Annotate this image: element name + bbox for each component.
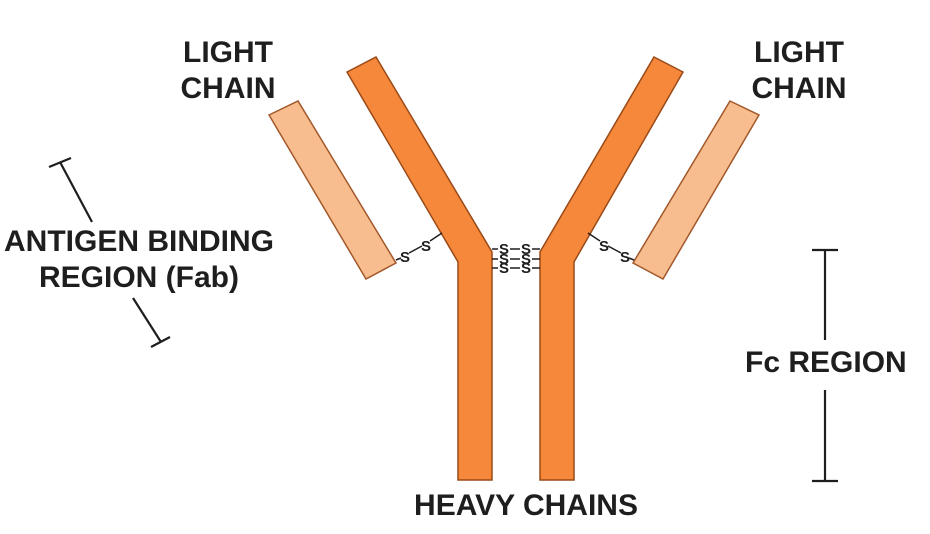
sulfur-symbol: S: [499, 260, 509, 277]
disulfide-bond-right-stub: [587, 232, 601, 242]
sulfur-symbol: S: [499, 241, 509, 258]
fab-bracket: [48, 156, 171, 348]
fc-region-label: Fc REGION: [745, 346, 907, 379]
light-chain-left-label: LIGHT CHAIN: [180, 36, 276, 105]
heavy-chain-left: [345, 56, 493, 481]
light-chain-right: [631, 100, 761, 281]
heavy-chain-right: [539, 56, 685, 481]
sulfur-symbol: S: [499, 251, 509, 268]
sulfur-symbol: S: [521, 260, 531, 277]
light-chain-left: [267, 100, 398, 280]
antigen-binding-region-label: ANTIGEN BINDING REGION (Fab): [4, 225, 274, 294]
disulfide-bond-right-stub2: [628, 257, 635, 261]
sulfur-symbol: S: [521, 251, 531, 268]
disulfide-bond-left-stub2: [429, 232, 443, 242]
sulfur-symbol: S: [599, 238, 609, 255]
sulfur-symbol: S: [620, 249, 630, 266]
light-chain-right-label: LIGHT CHAIN: [751, 36, 847, 105]
sulfur-symbol: S: [421, 238, 431, 255]
heavy-chains-label: HEAVY CHAINS: [414, 489, 638, 522]
sulfur-symbol: S: [521, 241, 531, 258]
disulfide-bond-left: [408, 245, 423, 254]
sulfur-symbol: S: [400, 249, 410, 266]
fc-bracket: [812, 248, 838, 483]
disulfide-bond-right: [607, 245, 622, 254]
disulfide-bond-left-stub: [395, 257, 402, 261]
